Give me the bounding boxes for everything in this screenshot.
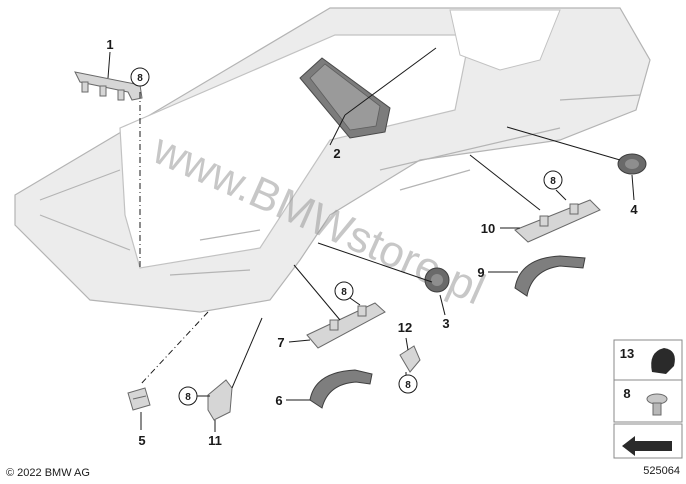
legend-item-8-number: 8	[623, 386, 630, 401]
leader-5-dashed	[139, 311, 209, 386]
leader-10b	[469, 154, 541, 211]
callout-6: 6	[275, 393, 282, 408]
part-6-grab-handle	[309, 369, 373, 409]
legend-item-13-tape-icon	[651, 348, 675, 374]
circled-8-part10: 8	[543, 170, 563, 190]
rear-opening	[449, 9, 561, 71]
leader-3	[317, 242, 433, 283]
headliner-rib-4	[379, 127, 561, 171]
callout-7: 7	[277, 335, 284, 350]
diagram-number: 525064	[643, 465, 680, 477]
callout-5: 5	[138, 433, 145, 448]
part-5-clip	[127, 387, 151, 411]
svg-text:8: 8	[405, 380, 411, 391]
leader-lines	[107, 47, 635, 432]
part-4-speaker-grille	[617, 153, 647, 175]
leader-7	[288, 339, 311, 343]
headliner-rib-3	[169, 269, 251, 276]
leader-3b	[439, 294, 446, 316]
leader-11b	[231, 317, 263, 389]
headliner-rib-5	[559, 94, 641, 101]
leader-8-7	[349, 297, 361, 306]
part-11-trim	[207, 379, 233, 421]
callout-12: 12	[398, 320, 412, 335]
leader-7b	[293, 264, 341, 321]
copyright-text: © 2022 BMW AG	[6, 467, 90, 479]
leader-2	[329, 114, 346, 146]
callout-11: 11	[208, 433, 222, 448]
part-9-grab-handle	[514, 255, 586, 297]
svg-text:8: 8	[137, 73, 143, 84]
part-10-handle-bracket	[514, 199, 601, 243]
headliner-rib-7	[199, 229, 261, 241]
leader-2b	[344, 47, 437, 116]
legend-item-8-screw-icon	[646, 393, 668, 416]
callout-3: 3	[442, 316, 449, 331]
callout-4: 4	[630, 202, 638, 217]
callouts: 1 2 3 4 5 6 7 9 10 11 12	[106, 37, 638, 448]
circled-8-part12: 8	[398, 374, 418, 394]
legend-item-13-number: 13	[620, 346, 634, 361]
headliner-rib-2	[39, 214, 131, 251]
leader-4b	[631, 174, 635, 201]
svg-text:8: 8	[185, 392, 191, 403]
leader-4	[506, 126, 621, 161]
arrow-icon	[622, 436, 672, 456]
headliner-rib-6	[399, 169, 471, 191]
part-2-interior-light	[299, 57, 391, 139]
callout-2: 2	[333, 146, 340, 161]
callout-9: 9	[477, 265, 484, 280]
sunroof-opening	[119, 34, 471, 269]
part-12-clip	[399, 345, 421, 373]
part-7-handle-bracket	[306, 302, 386, 349]
leader-12	[405, 337, 409, 351]
headliner	[14, 7, 651, 313]
circled-8-part1: 8	[130, 67, 150, 87]
callout-10: 10	[481, 221, 495, 236]
leader-8-10	[555, 189, 567, 201]
headliner-rib-1	[39, 169, 121, 201]
svg-text:8: 8	[550, 176, 556, 187]
part-3-speaker-grille	[424, 267, 450, 293]
legend: 13 8	[613, 339, 683, 459]
circled-8-part7: 8	[334, 281, 354, 301]
callout-1: 1	[106, 37, 113, 52]
circled-callouts-8: 8 8 8 8 8	[130, 67, 563, 406]
leader-1	[107, 51, 111, 79]
svg-text:8: 8	[341, 287, 347, 298]
circled-8-part11: 8	[178, 386, 198, 406]
